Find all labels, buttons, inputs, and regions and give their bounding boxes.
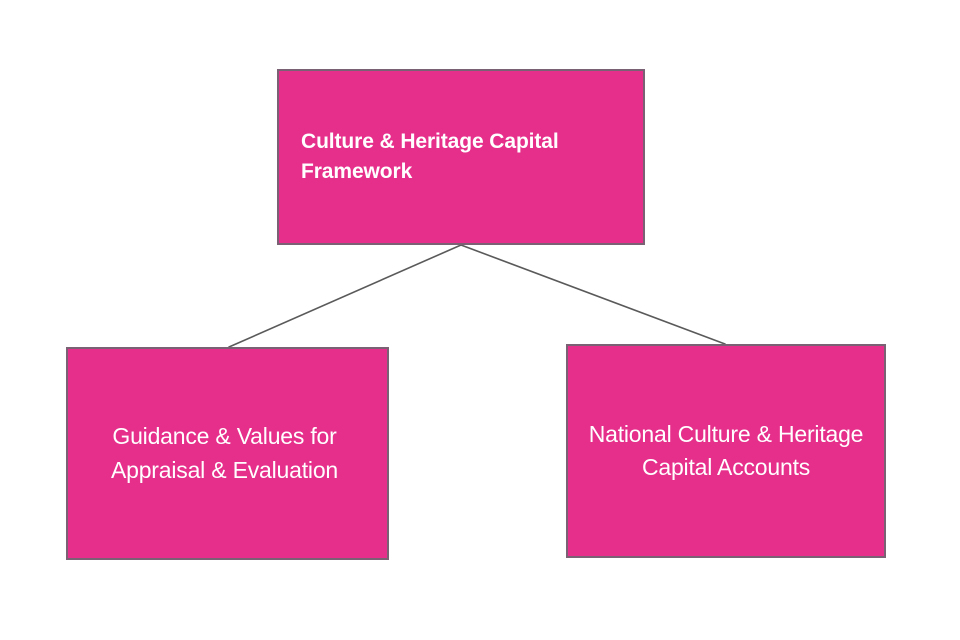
node-accounts[interactable]: National Culture & Heritage Capital Acco… — [566, 344, 886, 558]
node-guidance-label: Guidance & Values for Appraisal & Evalua… — [110, 423, 338, 483]
node-guidance[interactable]: Guidance & Values for Appraisal & Evalua… — [66, 347, 389, 560]
connector-root-to-guidance — [228, 244, 462, 348]
node-accounts-label: National Culture & Heritage Capital Acco… — [588, 420, 864, 480]
node-root-label: Culture & Heritage Capital Framework — [301, 130, 559, 183]
connector-root-to-accounts — [460, 244, 726, 345]
node-root[interactable]: Culture & Heritage Capital Framework — [277, 69, 645, 245]
